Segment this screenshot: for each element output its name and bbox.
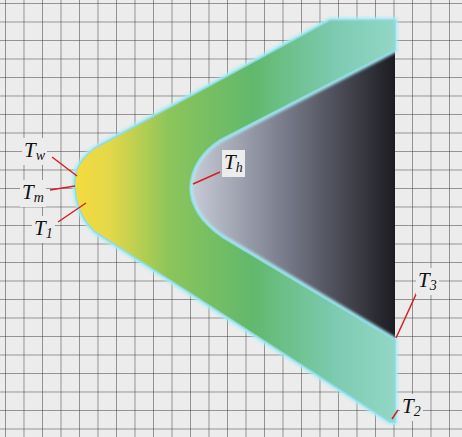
temperature-label: T1 — [32, 216, 55, 243]
temperature-label: T3 — [416, 268, 439, 295]
temperature-label: Tw — [22, 138, 47, 165]
temperature-label: Tm — [20, 180, 46, 207]
temperature-label: Th — [222, 150, 245, 177]
band-glow — [75, 20, 395, 422]
leader-lines — [50, 157, 418, 419]
heated-band — [75, 20, 395, 422]
temperature-label: T2 — [400, 394, 423, 421]
